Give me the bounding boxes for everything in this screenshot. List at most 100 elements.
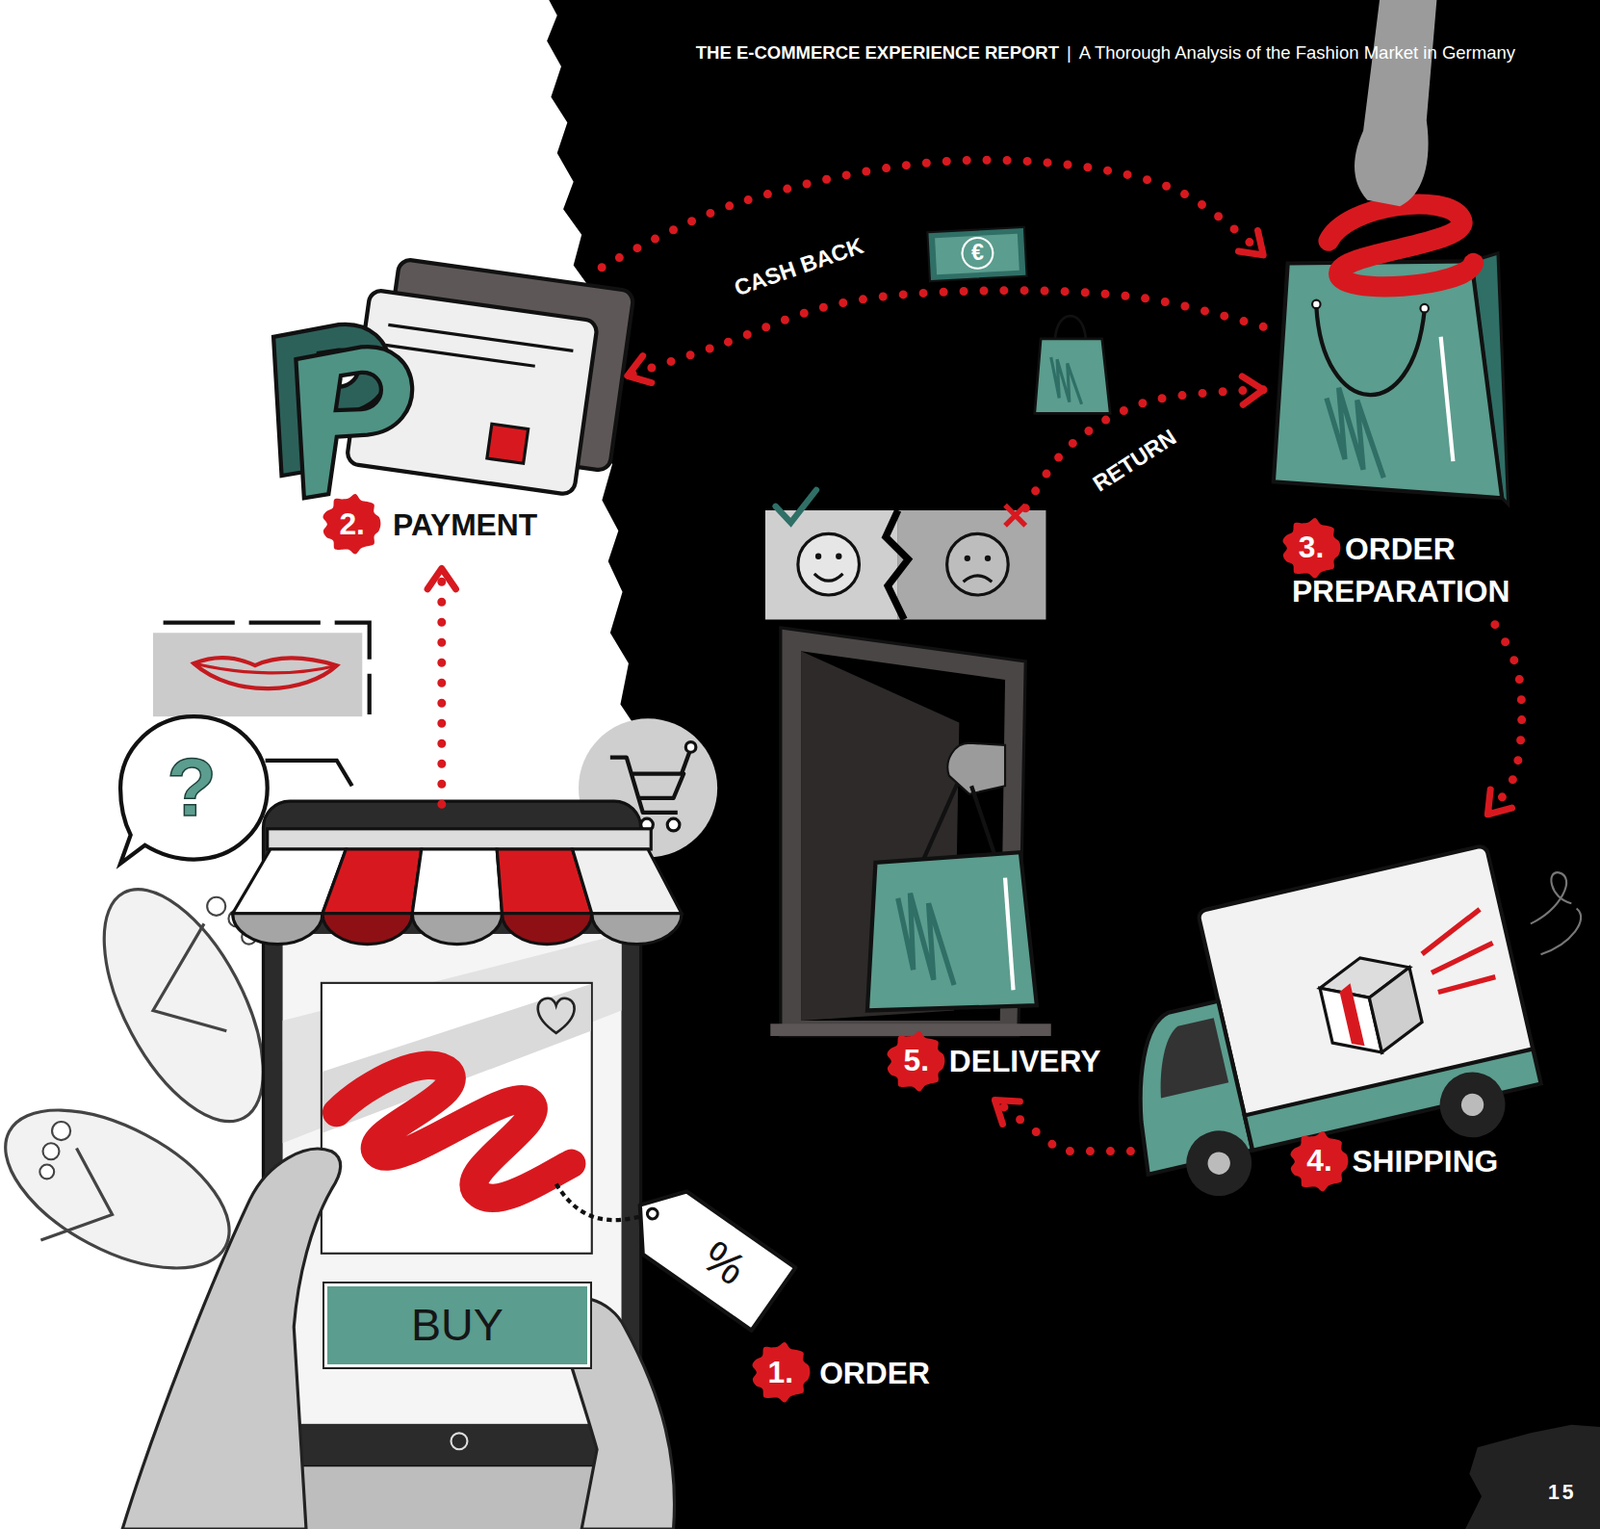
- number-splat: [1290, 1131, 1349, 1192]
- delivered-bag: [1005, 877, 1013, 991]
- motion-lines: [1530, 872, 1572, 924]
- flip-flops: [43, 1142, 60, 1160]
- dotted-path: [627, 290, 1264, 377]
- speech-bubbles: [163, 622, 370, 715]
- step-label: SHIPPING: [1351, 1143, 1498, 1179]
- cart-icon: [681, 750, 690, 774]
- payment-cards: [387, 324, 573, 351]
- feedback-sign: [835, 553, 842, 560]
- step-label: DELIVERY: [949, 1043, 1102, 1079]
- cash-bill: [927, 227, 1027, 282]
- shipping-step: 4.SHIPPING: [1130, 814, 1539, 1201]
- small-bag: [1034, 338, 1110, 413]
- arrow-head: [427, 567, 456, 589]
- delivery-van: [1145, 1017, 1229, 1098]
- hands: [122, 1148, 340, 1529]
- header-separator: |: [1066, 42, 1072, 64]
- question-mark: ?: [166, 743, 217, 833]
- shop-awning: [322, 849, 422, 914]
- delivery-van: [1433, 1065, 1512, 1144]
- flow-connector: [994, 1100, 1131, 1152]
- connector-label: CASH BACK: [725, 230, 872, 305]
- shopping-bag: [1326, 387, 1384, 478]
- feedback-sign: [964, 555, 971, 562]
- number-splat: [887, 1031, 946, 1092]
- motion-lines: [1541, 907, 1582, 955]
- shop-awning: [267, 828, 652, 850]
- step-number: 3.: [1283, 520, 1339, 576]
- number-splat: [751, 1341, 810, 1403]
- flow-connector: [1025, 376, 1264, 509]
- flip-flops: [39, 1164, 54, 1180]
- shopping-bag: [1441, 336, 1454, 462]
- hand-with-ribbon: [1354, 0, 1437, 207]
- payment-step: 2.PAYMENT: [259, 267, 628, 569]
- speech-bubbles: [193, 657, 336, 689]
- feedback-sign: [885, 510, 908, 620]
- feedback-sign: [984, 555, 991, 562]
- step-label: ORDER PREPARATION: [1291, 527, 1540, 614]
- paypal-logo: [295, 346, 413, 498]
- delivery-van: [1319, 977, 1382, 1062]
- delivery-van: [1205, 1149, 1233, 1177]
- small-bag: [1034, 315, 1110, 413]
- flip-flops: [51, 1121, 71, 1140]
- delivered-bag: [898, 893, 955, 985]
- speech-bubbles: [153, 632, 362, 717]
- step-number: 4.: [1291, 1134, 1347, 1189]
- flow-connector: [627, 290, 1264, 384]
- dotted-path: [1025, 389, 1264, 509]
- payment-cards: [487, 423, 529, 464]
- price-tag: [618, 1173, 797, 1330]
- feedback-sign: [815, 553, 822, 560]
- cash-bill: [927, 227, 1027, 282]
- shop-awning: [232, 828, 682, 945]
- number-splat: [323, 493, 382, 555]
- feedback-sign: [947, 533, 1009, 595]
- delivery-van: [1244, 1048, 1542, 1150]
- number-splat: [1282, 517, 1341, 579]
- arrow-head: [994, 1100, 1020, 1125]
- small-bag: [1051, 357, 1083, 405]
- flow-connector: [1487, 624, 1522, 815]
- delivery-van: [1365, 967, 1427, 1053]
- flow-connector: [427, 567, 456, 804]
- feedback-sign: [775, 490, 817, 523]
- step-label: ORDER: [819, 1355, 930, 1391]
- arrow-head: [1487, 789, 1512, 815]
- delivery-van: [1180, 1124, 1259, 1203]
- phone: [324, 1284, 591, 1368]
- shop-awning: [412, 849, 502, 914]
- preparation-step: 3.ORDER PREPARATION: [1263, 232, 1549, 625]
- price-tag: [618, 1173, 797, 1330]
- speech-bubbles: [120, 716, 268, 864]
- phone: [336, 1064, 572, 1198]
- shop-awning: [322, 913, 413, 945]
- connector-label: RETURN: [1083, 420, 1187, 501]
- payment-cards: [385, 344, 535, 366]
- report-subtitle: A Thorough Analysis of the Fashion Marke…: [1079, 42, 1516, 64]
- phone: [538, 998, 575, 1033]
- price-tag: [645, 1206, 660, 1221]
- door: [770, 1023, 1051, 1036]
- cart-icon: [667, 818, 680, 831]
- door: [770, 627, 1051, 1036]
- delivered-bag: [867, 851, 1037, 1010]
- price-tag: [556, 1173, 797, 1330]
- step-number: 1.: [752, 1344, 808, 1400]
- delivery-step: 5.DELIVERY: [763, 508, 1116, 1101]
- feedback-sign: [765, 490, 1046, 620]
- step-number: 2.: [324, 496, 380, 552]
- cash-bill: [934, 233, 1020, 276]
- shop-awning: [572, 849, 682, 914]
- delivery-van: [1338, 982, 1365, 1049]
- dotted-path: [437, 567, 446, 804]
- cash-bill: [927, 227, 1027, 282]
- delivery-van: [1092, 845, 1549, 1212]
- page-ground: [546, 0, 1600, 1529]
- delivery-van: [1459, 1090, 1487, 1118]
- report-title: THE E-COMMERCE EXPERIENCE REPORT: [696, 42, 1059, 64]
